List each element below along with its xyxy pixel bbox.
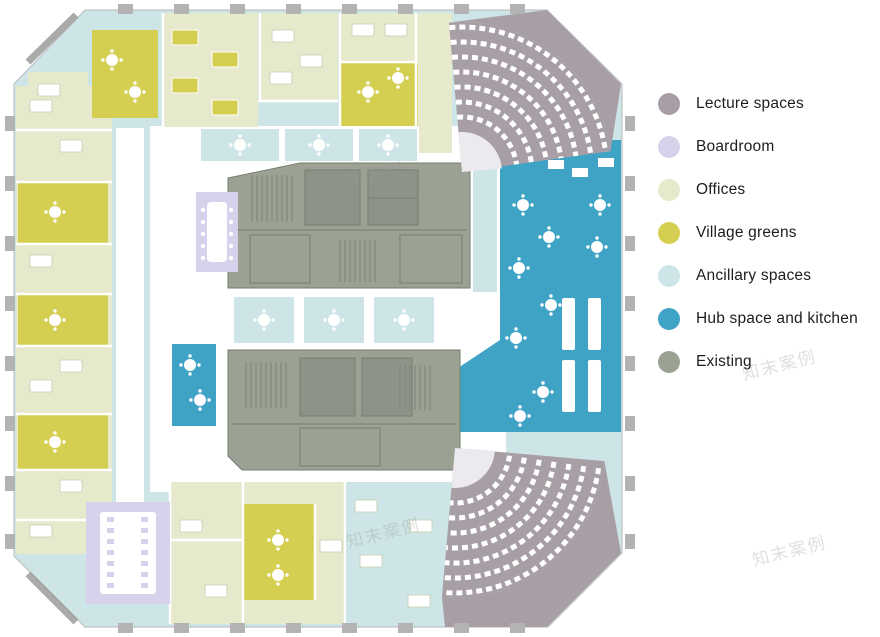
legend-swatch-lecture-spaces bbox=[658, 92, 680, 115]
seating-rows-lower bbox=[442, 455, 602, 596]
stage-upper bbox=[458, 132, 502, 172]
legend-label: Lecture spaces bbox=[696, 94, 804, 112]
seating-rows-upper bbox=[449, 24, 609, 165]
legend-item-existing: Existing bbox=[658, 340, 858, 383]
lecture-theatre-upper bbox=[448, 10, 621, 173]
existing-core-upper bbox=[227, 162, 471, 289]
hub-space bbox=[172, 140, 621, 432]
hub-annex bbox=[172, 344, 216, 426]
lecture-theatre-lower bbox=[441, 448, 621, 627]
legend-swatch-village-greens bbox=[658, 221, 680, 244]
legend-label: Offices bbox=[696, 180, 746, 198]
legend-swatch-hub-space-and-kitchen bbox=[658, 307, 680, 330]
legend-item-boardroom: Boardroom bbox=[658, 125, 858, 168]
legend-label: Boardroom bbox=[696, 137, 775, 155]
legend-item-lecture-spaces: Lecture spaces bbox=[658, 82, 858, 125]
hub-furniture bbox=[179, 158, 614, 427]
legend-label: Ancillary spaces bbox=[696, 266, 812, 284]
legend-label: Existing bbox=[696, 352, 752, 370]
legend-swatch-existing bbox=[658, 350, 680, 373]
legend-swatch-offices bbox=[658, 178, 680, 201]
legend-label: Village greens bbox=[696, 223, 797, 241]
legend-item-village-greens: Village greens bbox=[658, 211, 858, 254]
boardroom-small bbox=[196, 192, 238, 272]
perimeter-columns bbox=[5, 4, 635, 633]
legend-item-hub-space-and-kitchen: Hub space and kitchen bbox=[658, 297, 858, 340]
legend-swatch-ancillary-spaces bbox=[658, 264, 680, 287]
stage-lower bbox=[451, 448, 495, 488]
legend-item-ancillary-spaces: Ancillary spaces bbox=[658, 254, 858, 297]
corner-walls bbox=[25, 12, 79, 625]
legend: Lecture spaces Boardroom Offices Village… bbox=[658, 82, 858, 383]
legend-swatch-boardroom bbox=[658, 135, 680, 158]
existing-core-lower bbox=[227, 349, 461, 471]
legend-label: Hub space and kitchen bbox=[696, 309, 858, 327]
legend-item-offices: Offices bbox=[658, 168, 858, 211]
svg-text:知末案例: 知末案例 bbox=[750, 533, 828, 570]
boardroom-large bbox=[86, 502, 170, 604]
